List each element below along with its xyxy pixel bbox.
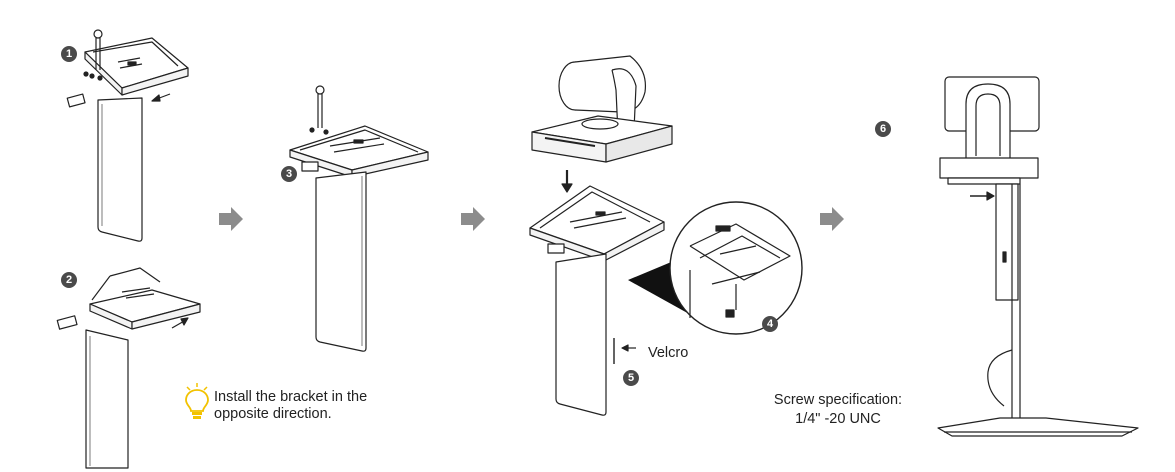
note-line-1: Install the bracket in the <box>214 389 368 405</box>
next-arrow-1 <box>219 207 243 231</box>
step-badge-2: 2 <box>61 272 77 288</box>
step-badge-5: 5 <box>623 370 639 386</box>
step-badge-4: 4 <box>762 316 778 332</box>
bracket-step3-illustration <box>289 85 429 352</box>
next-arrow-3 <box>820 207 844 231</box>
screw-spec-value: 1/4" -20 UNC <box>795 411 881 427</box>
camera-mount-illustration <box>529 55 803 416</box>
bracket-step2-illustration <box>56 267 201 469</box>
next-arrow-2 <box>461 207 485 231</box>
note-line-2: opposite direction. <box>214 406 332 422</box>
lightbulb-icon <box>185 383 209 419</box>
velcro-label: Velcro <box>648 345 689 361</box>
step-badge-3: 3 <box>281 166 297 182</box>
screw-spec: Screw specification: 1/4" -20 UNC <box>752 391 924 429</box>
step-badge-6: 6 <box>875 121 891 137</box>
screw-spec-title: Screw specification: <box>773 392 903 408</box>
step-badge-1: 1 <box>61 46 77 62</box>
installation-note: Install the bracket in the opposite dire… <box>214 389 367 423</box>
stand-illustration <box>937 76 1139 437</box>
bracket-step1-illustration <box>66 29 189 242</box>
